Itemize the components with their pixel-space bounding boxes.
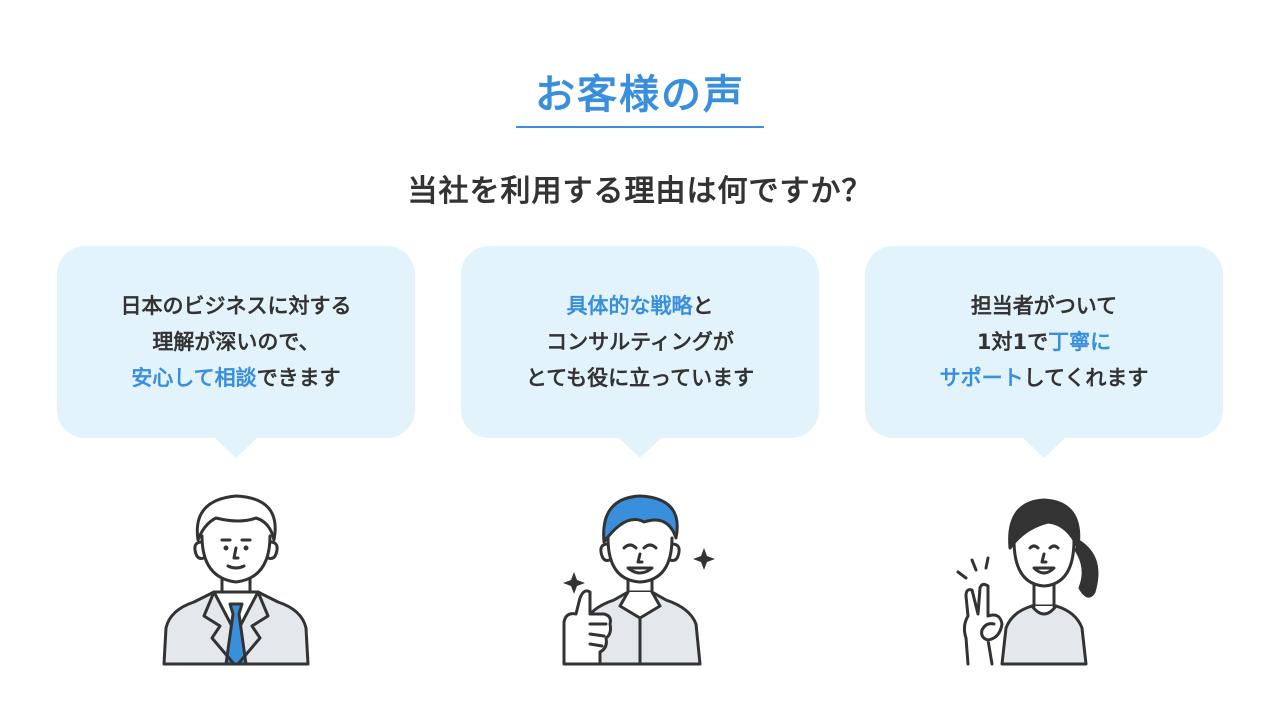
speech-bubble-3: 担当者がついて 1対1で丁寧に サポートしてくれます [865,246,1223,458]
bubble-line: 安心して相談できます [131,366,341,390]
bubble-line: 担当者がついて [970,294,1118,318]
title-underline [516,126,764,128]
man-thumbs-up-icon [562,494,715,666]
page-title: お客様の声 [535,72,745,118]
bubble-line: 具体的な戦略と [566,294,714,318]
bubble-line: サポートしてくれます [939,366,1149,390]
highlight-text: 安心して相談 [131,366,257,390]
bubble-line: 理解が深いので、 [152,330,320,354]
speech-bubble-1: 日本のビジネスに対する 理解が深いので、 安心して相談できます [57,246,415,458]
bubble-line: とても役に立っています [525,366,755,390]
bubble-line: コンサルティングが [546,330,734,354]
bubble-line: 日本のビジネスに対する [120,294,352,318]
highlight-text: 丁寧に [1048,330,1112,354]
speech-bubble-2: 具体的な戦略と コンサルティングが とても役に立っています [461,246,819,458]
highlight-text: 具体的な戦略 [566,294,693,318]
bubble-line: 1対1で丁寧に [976,330,1112,354]
businessman-tie-icon [162,494,310,666]
question-heading: 当社を利用する理由は何ですか？ [407,174,873,209]
woman-ok-sign-icon [956,498,1099,666]
highlight-text: サポート [939,366,1024,390]
